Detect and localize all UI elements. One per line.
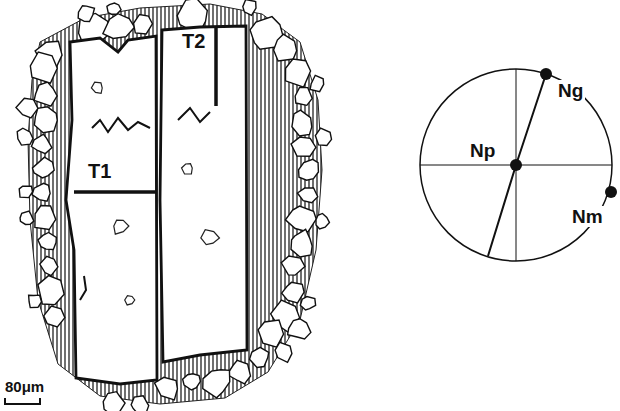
inclusion bbox=[125, 296, 135, 305]
small-grain bbox=[30, 52, 57, 83]
small-grain bbox=[35, 205, 56, 229]
small-grain bbox=[34, 107, 57, 133]
crack bbox=[178, 108, 210, 122]
small-grain bbox=[295, 87, 312, 105]
small-grain bbox=[44, 306, 65, 327]
large-crystal bbox=[160, 26, 247, 362]
small-grain bbox=[300, 297, 315, 310]
small-grain bbox=[78, 6, 94, 22]
small-grain bbox=[17, 128, 33, 145]
small-grain bbox=[291, 229, 312, 257]
scale-bar bbox=[5, 398, 40, 404]
small-grain bbox=[285, 59, 310, 87]
crack bbox=[92, 118, 150, 132]
small-grain bbox=[20, 211, 34, 224]
small-grain bbox=[288, 319, 311, 339]
small-grain bbox=[275, 342, 292, 362]
traverse-line bbox=[214, 28, 218, 106]
traverse-label: T2 bbox=[180, 30, 207, 52]
small-grain bbox=[29, 295, 42, 307]
small-grain bbox=[34, 82, 57, 106]
small-grain bbox=[316, 213, 329, 228]
small-grain bbox=[40, 256, 58, 275]
small-grain bbox=[282, 282, 304, 302]
inclusion bbox=[182, 164, 193, 174]
small-grain bbox=[131, 396, 149, 411]
small-grain bbox=[107, 3, 121, 14]
small-grain bbox=[38, 276, 64, 305]
small-grain bbox=[103, 14, 135, 39]
axis-label: Np bbox=[468, 140, 497, 161]
crack bbox=[80, 276, 86, 300]
small-grain bbox=[32, 183, 50, 201]
inclusion bbox=[201, 230, 220, 245]
small-grain bbox=[310, 75, 324, 91]
small-grain bbox=[103, 392, 125, 411]
small-grain bbox=[32, 157, 54, 178]
axis-point bbox=[605, 186, 617, 198]
traverse-line bbox=[74, 190, 156, 194]
inclusion bbox=[114, 220, 129, 234]
scale-label: 80μm bbox=[3, 378, 46, 395]
small-grain bbox=[183, 374, 201, 390]
small-grain bbox=[38, 232, 56, 249]
small-grain bbox=[292, 110, 312, 136]
small-grain bbox=[299, 159, 319, 180]
small-grain bbox=[315, 128, 331, 145]
small-grain bbox=[203, 370, 230, 398]
axis-point bbox=[510, 159, 522, 171]
small-grain bbox=[291, 137, 316, 156]
small-grain bbox=[285, 206, 316, 232]
small-grain bbox=[297, 188, 317, 203]
small-grain bbox=[19, 186, 32, 197]
axis-label: Ng bbox=[556, 80, 585, 101]
axis-label: Nm bbox=[570, 206, 605, 227]
small-grain bbox=[31, 134, 51, 153]
small-grain bbox=[250, 347, 269, 367]
stereonet-circle bbox=[420, 69, 612, 261]
axis-point bbox=[540, 68, 552, 80]
traverse-label: T1 bbox=[86, 160, 113, 182]
inclusion bbox=[91, 82, 102, 93]
small-grain bbox=[243, 0, 256, 15]
small-grain bbox=[134, 14, 153, 33]
small-grain bbox=[227, 360, 250, 383]
small-grain bbox=[281, 256, 305, 275]
matrix bbox=[28, 4, 322, 404]
small-grain bbox=[274, 34, 297, 61]
large-crystal bbox=[66, 36, 157, 384]
great-circle bbox=[488, 74, 546, 256]
